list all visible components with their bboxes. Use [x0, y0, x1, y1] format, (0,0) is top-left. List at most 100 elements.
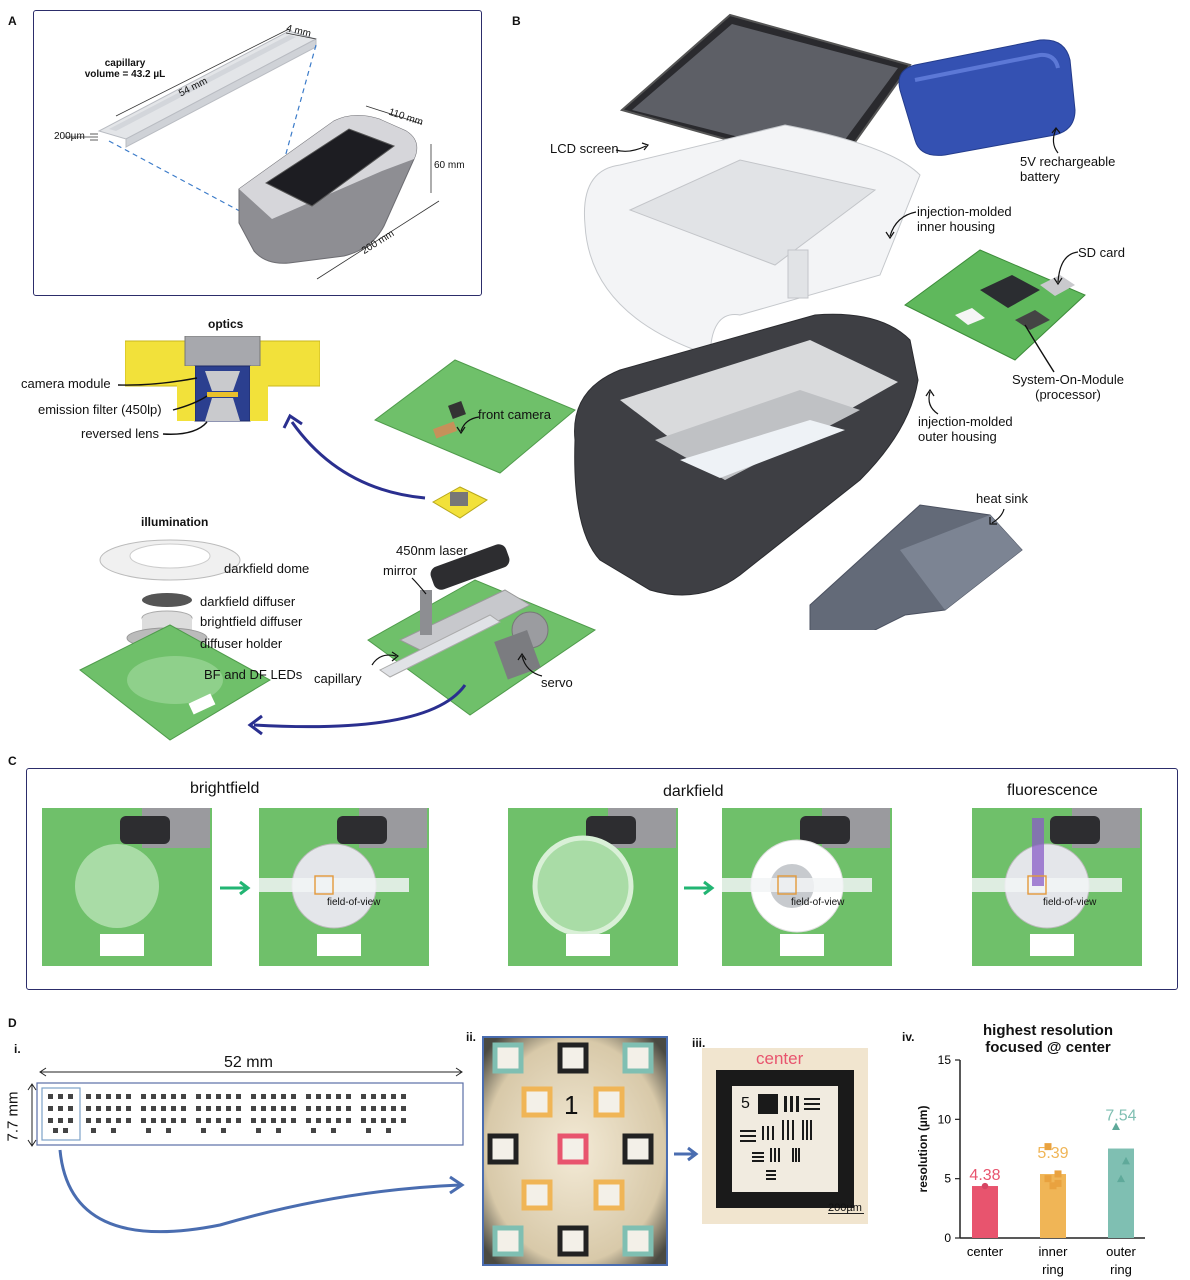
category-label: ring	[1110, 1262, 1132, 1277]
optics-title: optics	[208, 317, 244, 331]
category-label: inner	[1039, 1244, 1069, 1259]
bar-0	[972, 1186, 998, 1238]
grid-to-zoom-arrow	[674, 1146, 699, 1162]
bf-leds-board	[42, 808, 212, 966]
brightfield-title: brightfield	[190, 780, 260, 797]
target-strip	[36, 1082, 464, 1146]
dim-7-7mm: 7.7 mm	[4, 1091, 22, 1142]
data-point	[1112, 1122, 1120, 1130]
scalebar-line	[828, 1213, 864, 1214]
value-label: 4.38	[969, 1167, 1000, 1184]
sd-card-leader-arrow	[1053, 251, 1079, 286]
inner-housing-label: injection-molded inner housing	[917, 204, 1012, 234]
data-point	[1044, 1143, 1052, 1151]
chart-title-line2: focused @ center	[985, 1039, 1111, 1056]
heat-sink-leader-arrow	[989, 508, 1005, 525]
capillary-title-line1: capillary	[104, 58, 146, 69]
som-label: System-On-Module (processor)	[1012, 372, 1124, 402]
outer-housing-leader-arrow	[925, 388, 939, 415]
darkfield-diffuser-label: darkfield diffuser	[200, 594, 296, 609]
som-label-line1: System-On-Module	[1012, 372, 1124, 387]
darkfield-title: darkfield	[663, 783, 724, 800]
dim-200um: 200µm	[54, 131, 85, 142]
leds-label: BF and DF LEDs	[204, 667, 303, 682]
darkfield-dome-label: darkfield dome	[224, 561, 310, 576]
front-camera-label: front camera	[478, 407, 551, 422]
panel-b-exploded-illustration	[574, 13, 1023, 630]
category-label: outer	[1106, 1244, 1136, 1259]
emission-filter-label: emission filter (450lp)	[38, 402, 162, 417]
capillary-label: capillary	[314, 671, 362, 686]
dim-60mm: 60 mm	[434, 160, 465, 171]
servo-label: servo	[541, 675, 573, 690]
battery-illustration	[898, 39, 1076, 156]
capillary-title-line2: volume = 43.2 µL	[84, 69, 166, 80]
bf-transition-arrow	[220, 880, 251, 896]
battery-label: 5V rechargeable battery	[1020, 154, 1115, 184]
data-point	[1054, 1170, 1062, 1178]
df-transition-arrow	[684, 880, 715, 896]
front-camera-board	[374, 359, 576, 474]
som-leader-line	[1024, 324, 1055, 373]
panel-c-frame	[26, 768, 1178, 990]
y-tick-label: 10	[938, 1112, 952, 1126]
optics-leader-lines	[117, 377, 208, 435]
som-board-illustration	[904, 249, 1086, 361]
data-point	[1054, 1179, 1062, 1187]
y-tick-label: 0	[944, 1231, 951, 1245]
subpanel-iv: iv.	[902, 1030, 915, 1044]
som-label-line2: (processor)	[1035, 387, 1101, 402]
fluorescence-title: fluorescence	[1007, 782, 1098, 799]
df-leds-board	[508, 808, 678, 966]
df-fov-board	[722, 808, 892, 966]
illumination-title: illumination	[141, 515, 209, 529]
battery-label-line2: battery	[1020, 169, 1060, 184]
data-point	[1044, 1175, 1052, 1183]
reversed-lens-label: reversed lens	[81, 426, 160, 441]
panel-label-a: A	[8, 14, 17, 28]
bf-fov-board	[259, 808, 429, 966]
chart-y-axis-label: resolution (µm)	[916, 1105, 930, 1193]
fluorescence-fov-label: field-of-view	[1043, 897, 1097, 908]
category-label: ring	[1042, 1262, 1064, 1277]
value-label: 7.54	[1105, 1108, 1136, 1125]
group-number: 5	[741, 1095, 750, 1112]
outer-housing-line1: injection-molded	[918, 414, 1013, 429]
strip-to-target-curve	[58, 1149, 465, 1234]
data-point	[1117, 1174, 1125, 1183]
y-tick-label: 5	[944, 1172, 951, 1186]
subpanel-iii: iii.	[692, 1036, 706, 1050]
arrow-to-illumination	[247, 684, 467, 736]
resolution-bar-chart: 0510154.38center5.39innerring7.54outerri…	[938, 1053, 1145, 1277]
sd-card-label: SD card	[1078, 245, 1125, 260]
chart-title-line1: highest resolution	[982, 1022, 1113, 1039]
target-grid-image	[482, 1036, 668, 1266]
value-label: 5.39	[1037, 1145, 1068, 1162]
panel-label-b: B	[512, 14, 521, 28]
fluorescence-fov-board	[972, 808, 1142, 966]
zoom-center-label: center	[756, 1049, 804, 1068]
heat-sink-label: heat sink	[976, 491, 1029, 506]
optics-cross-section	[125, 336, 320, 422]
panel-label-d: D	[8, 1016, 17, 1030]
inner-housing-leader-arrow	[885, 211, 917, 240]
dim-52mm: 52 mm	[224, 1054, 273, 1071]
subpanel-ii: ii.	[466, 1030, 477, 1044]
category-label: center	[967, 1244, 1004, 1259]
camera-module-label: camera module	[21, 376, 111, 391]
lcd-screen-label: LCD screen	[550, 141, 619, 156]
battery-label-line1: 5V rechargeable	[1020, 154, 1116, 169]
scalebar-label: 200µm	[828, 1202, 862, 1214]
capillary-volume-title: capillary volume = 43.2 µL	[80, 58, 170, 80]
df-fov-label: field-of-view	[791, 897, 845, 908]
brightfield-diffuser-label: brightfield diffuser	[200, 614, 303, 629]
mirror-label: mirror	[383, 563, 417, 578]
chart-title: highest resolution focused @ center	[978, 1022, 1118, 1056]
mechanics-module	[367, 544, 597, 716]
panel-a-illustration	[64, 28, 440, 280]
bar-2	[1108, 1148, 1134, 1238]
panel-a-frame	[33, 10, 482, 296]
data-point	[981, 1182, 989, 1190]
target-number: 1	[564, 1090, 579, 1120]
battery-leader-arrow	[1051, 127, 1061, 154]
